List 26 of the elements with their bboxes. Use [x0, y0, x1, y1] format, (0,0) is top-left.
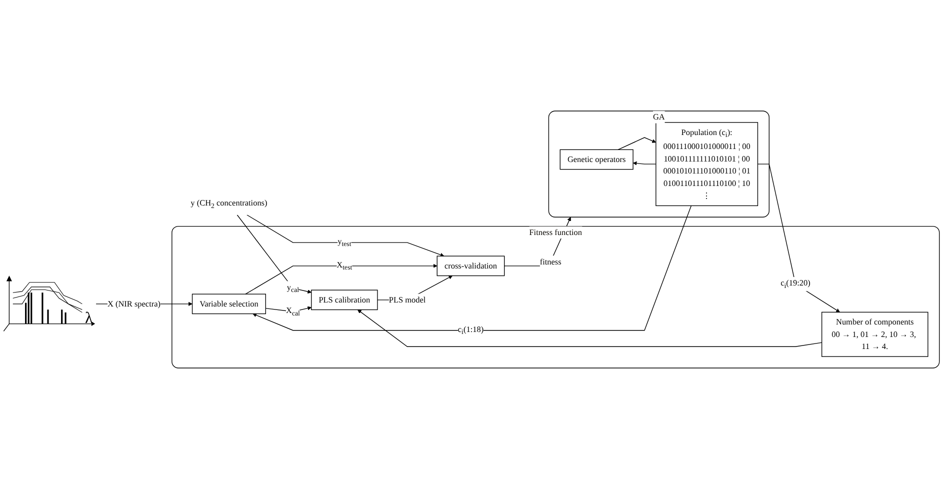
- arrow: [252, 205, 692, 331]
- edge-label: c$_{i}$(19:20): [780, 278, 810, 290]
- arrow: [757, 164, 840, 312]
- edge-label: X$_{cal}$: [286, 306, 300, 318]
- arrow: [236, 214, 312, 294]
- edge-label: y$_{cal}$: [286, 282, 300, 294]
- edge-label: y$_{test}$: [338, 236, 352, 248]
- edge-label: X$_{test}$: [336, 260, 352, 272]
- arrow: [246, 214, 444, 257]
- edge-label: fitness: [540, 256, 562, 266]
- arrow: [265, 306, 312, 312]
- edge-label: c$_{i}$(1:18): [458, 324, 484, 336]
- node-box: Population (c$_{i}$): 000111000101000011 ¦ 00 100101111111010101 ¦ 00 000101011101000110 ¦ 01 010011011101110100 ¦ 10 ⋮: [656, 122, 758, 206]
- edge-label: PLS model: [388, 295, 426, 304]
- edge-label: X (NIR spectra): [107, 299, 160, 308]
- node-box: Genetic operators: [560, 149, 634, 170]
- node-box: PLS calibration: [311, 290, 378, 310]
- arrow: [618, 137, 656, 150]
- node-box: Number of components 00 → 1, 01 → 2, 10 → 3, 11 → 4.: [821, 312, 928, 357]
- arrow: [245, 264, 438, 294]
- axis-label: λ: [84, 310, 93, 327]
- node-box: Variable selection: [192, 294, 266, 314]
- arrow: [632, 161, 656, 166]
- node-text: y (CH$_{2}$ concentrations): [190, 198, 268, 210]
- arrow: [357, 310, 822, 347]
- node-box: cross-validation: [436, 256, 505, 276]
